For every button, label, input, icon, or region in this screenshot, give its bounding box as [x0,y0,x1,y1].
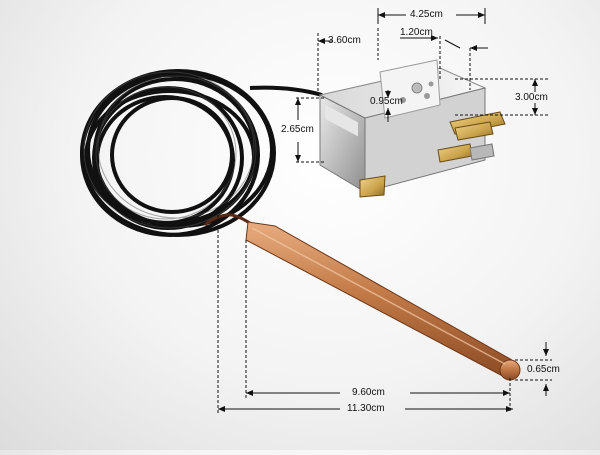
dim-bulb-length: 9.60cm [352,387,385,398]
dim-bulb-diameter: 0.65cm [527,364,560,375]
spade-terminals [437,111,506,163]
dim-body-length: 4.25cm [410,9,443,20]
dim-total-sensor-length: 11.30cm [347,403,385,414]
dim-terminal-offset: 1.20cm [400,27,433,38]
dimension-arrows [218,12,549,412]
dim-knob-gap: 0.95cm [370,96,403,107]
capillary-coil [80,69,276,237]
dim-mount-height: 2.65cm [281,124,314,135]
copper-sensor-bulb [245,221,521,381]
capillary-lead [249,85,323,97]
thermostat-body [318,59,487,198]
dim-body-height: 3.00cm [515,92,548,103]
dim-body-width: 3.60cm [328,35,361,46]
dimension-lines [217,8,552,414]
